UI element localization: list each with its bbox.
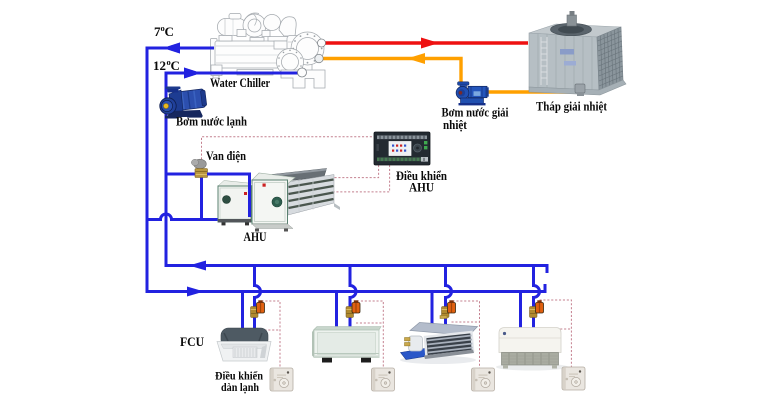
- svg-text:o: o: [161, 23, 165, 33]
- svg-text:Bơm nước giải: Bơm nước giải: [442, 105, 509, 120]
- svg-text:C: C: [165, 24, 174, 39]
- svg-text:Điều khiển: Điều khiển: [215, 369, 263, 383]
- svg-text:FCU: FCU: [180, 334, 205, 349]
- svg-text:12: 12: [153, 58, 166, 73]
- svg-text:Water Chiller: Water Chiller: [210, 75, 270, 90]
- svg-text:Van điện: Van điện: [206, 148, 247, 163]
- svg-text:Bơm nước lạnh: Bơm nước lạnh: [176, 114, 248, 129]
- svg-text:C: C: [171, 58, 180, 73]
- svg-text:o: o: [167, 57, 171, 67]
- svg-text:AHU: AHU: [244, 229, 267, 244]
- svg-text:Điều khiển: Điều khiển: [396, 168, 448, 183]
- svg-text:AHU: AHU: [409, 180, 435, 195]
- svg-text:Tháp giải nhiệt: Tháp giải nhiệt: [536, 99, 608, 114]
- svg-text:nhiệt: nhiệt: [443, 117, 468, 132]
- svg-text:dàn lạnh: dàn lạnh: [221, 380, 259, 394]
- svg-text:7: 7: [154, 24, 161, 39]
